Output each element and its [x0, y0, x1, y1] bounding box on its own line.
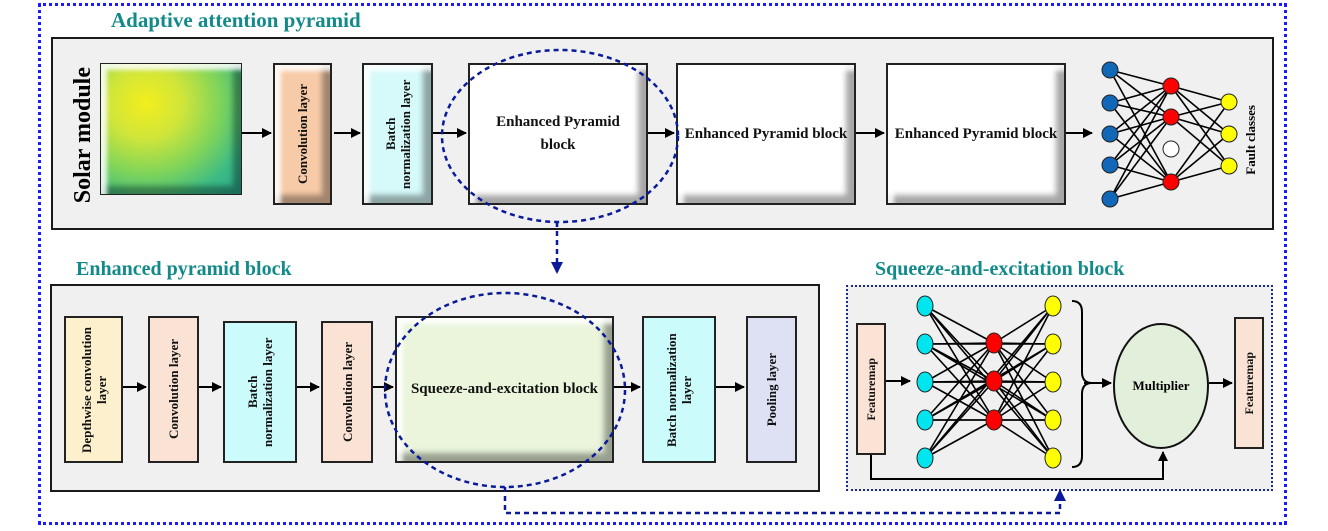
conv-layer-label: Convolution layer — [295, 83, 310, 185]
solar-module-label: Solar module — [70, 66, 96, 204]
enhanced-pyramid-block-2: Enhanced Pyramid block — [676, 63, 856, 205]
conv-label-2: Convolution layer — [339, 341, 355, 443]
epb3-label: Enhanced Pyramid block — [894, 125, 1058, 142]
pooling-box: Pooling layer — [746, 316, 797, 463]
multiplier-node: Multiplier — [1113, 323, 1209, 449]
featuremap-out-label: Featuremap — [1241, 351, 1256, 415]
se-block-box: Squeeze-and-excitation block — [395, 316, 614, 463]
fault-classes-label-wrap: Fault classes — [1240, 95, 1260, 185]
pooling-label: Pooling layer — [764, 352, 779, 427]
conv-box-2: Convolution layer — [321, 321, 373, 463]
enhanced-pyramid-block-3: Enhanced Pyramid block — [886, 63, 1066, 205]
bn-layer-box: Batch normalization layer — [362, 63, 433, 205]
enhanced-pyramid-block-1: Enhanced Pyramid block — [468, 63, 648, 205]
solar-module-label-wrap: Solar module — [68, 60, 98, 210]
se-block-title: Squeeze-and-excitation block — [875, 258, 1125, 280]
epb1-label: Enhanced Pyramid block — [496, 114, 620, 153]
conv-layer-box: Convolution layer — [273, 63, 332, 205]
featuremap-out-box: Featuremap — [1234, 317, 1264, 449]
depthwise-conv-label: Depthwise convolution layer — [78, 326, 109, 453]
conv-box-1: Convolution layer — [148, 316, 199, 463]
solar-module-heatmap — [100, 63, 242, 195]
fault-classes-label: Fault classes — [1242, 105, 1258, 175]
depthwise-conv-box: Depthwise convolution layer — [64, 316, 123, 463]
bn-layer-label: Batch normalization layer — [382, 79, 413, 189]
enhanced-block-title: Enhanced pyramid block — [76, 258, 292, 280]
bn-box-2: Batch normalization layer — [642, 316, 716, 463]
bn-label-1: Batch normalization layer — [245, 337, 275, 447]
epb2-label: Enhanced Pyramid block — [684, 125, 848, 142]
bn-label-2: Batch normalization layer — [664, 332, 694, 447]
se-block-label: Squeeze-and-excitation block — [410, 381, 599, 397]
multiplier-label: Multiplier — [1132, 378, 1190, 393]
featuremap-in-label: Featuremap — [863, 357, 878, 421]
bn-box-1: Batch normalization layer — [223, 321, 297, 463]
featuremap-in-box: Featuremap — [856, 323, 886, 455]
conv-label-1: Convolution layer — [166, 339, 181, 440]
outer-frame — [38, 3, 1287, 525]
main-title: Adaptive attention pyramid — [111, 8, 361, 32]
